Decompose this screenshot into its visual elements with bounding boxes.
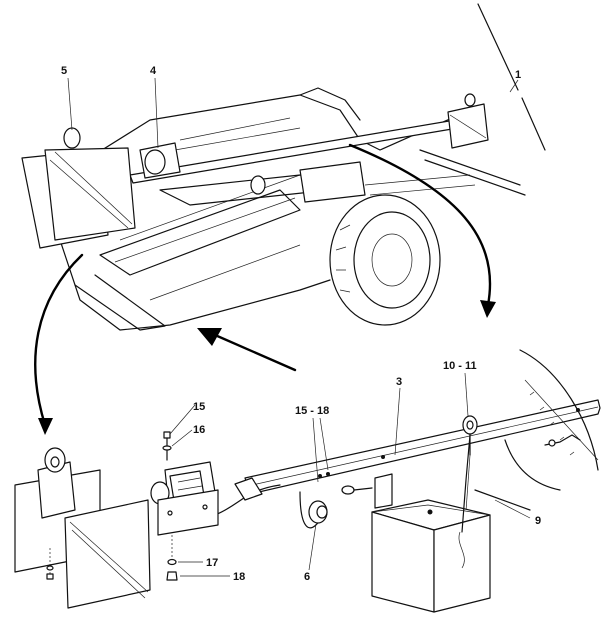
arrow-head-left	[38, 418, 53, 435]
machine-overview	[21, 87, 526, 331]
lamp-bracket	[157, 489, 219, 536]
callout-5: 5	[61, 65, 67, 77]
callout-16: 16	[193, 424, 205, 436]
warning-plates-detail	[14, 447, 151, 609]
callout-6: 6	[304, 571, 310, 583]
battery-box-upper	[299, 161, 366, 203]
callout-9: 9	[535, 515, 541, 527]
callout-18: 18	[233, 571, 245, 583]
straight-arrow	[213, 333, 297, 372]
socket-plug	[308, 500, 328, 524]
warning-plate-left	[21, 127, 136, 249]
callout-15: 15	[193, 401, 205, 413]
callout-4: 4	[150, 65, 157, 77]
callout-15-18: 15 - 18	[295, 405, 329, 417]
callout-3: 3	[396, 376, 402, 388]
callout-10-11: 10 - 11	[443, 360, 477, 372]
exploded-detail	[14, 349, 601, 613]
arrow-head-straight	[197, 328, 222, 346]
callout-1: 1	[515, 69, 521, 81]
rear-lamp	[139, 142, 181, 179]
curved-arrow-right	[348, 143, 492, 307]
cable-clip	[250, 175, 266, 195]
curved-arrow-left	[34, 253, 84, 427]
arrow-head-right	[480, 300, 496, 318]
battery-box	[371, 499, 491, 613]
washer	[162, 445, 172, 451]
callout-17: 17	[206, 557, 218, 569]
callouts: 5 4 1 10 - 11 3 15 15 - 18 16 9 17 6 18	[61, 65, 541, 583]
nut	[166, 571, 178, 581]
wheel	[329, 194, 441, 326]
washer-lower	[167, 558, 177, 566]
leader-lines	[67, 77, 531, 577]
warning-plate-right	[447, 93, 489, 149]
